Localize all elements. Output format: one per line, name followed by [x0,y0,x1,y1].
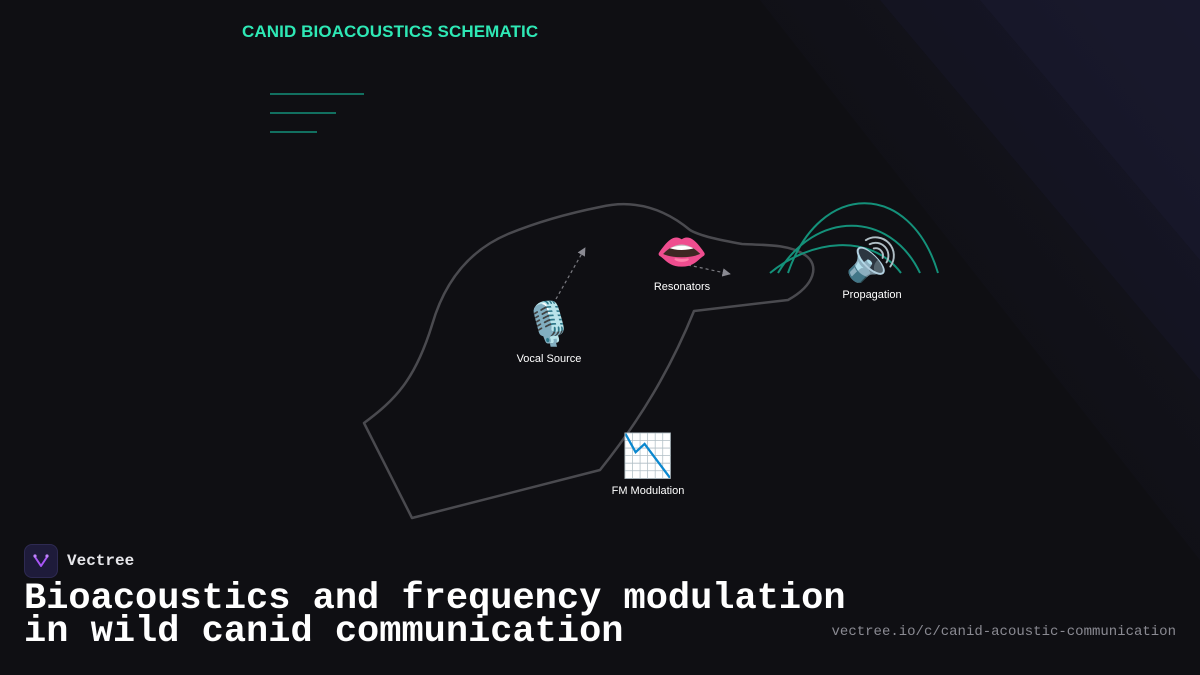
node-label-fm-modulation: FM Modulation [611,485,685,497]
microphone-icon: 🎙️ [522,299,576,348]
headline-line-2: in wild canid communication [24,611,624,653]
speaker-icon: 🔊 [845,235,899,284]
node-vocal-source: 🎙️ Vocal Source [479,299,619,365]
flow-arrow-resonators-to-mouth [687,264,731,277]
brand-name: Vectree [67,552,135,570]
propagation-sound-waves [769,202,939,274]
brand: Vectree [24,544,134,578]
node-label-propagation: Propagation [842,289,902,301]
vectree-logo-mark [33,554,49,567]
node-resonators: 👄 Resonators [612,227,752,293]
chart-decreasing-icon: 📉 [621,431,675,480]
diagram-title: CANID BIOACOUSTICS SCHEMATIC [242,22,539,41]
node-label-resonators: Resonators [653,281,711,293]
headline-line-1: Bioacoustics and frequency modulation [24,578,846,620]
node-label-vocal-source: Vocal Source [516,353,582,365]
node-propagation: 🔊 Propagation [802,235,942,301]
node-fm-modulation: 📉 FM Modulation [578,431,718,497]
canid-head-outline [362,202,815,520]
flow-arrow-source-to-nasal [555,247,586,300]
source-url[interactable]: vectree.io/c/canid-acoustic-communicatio… [831,624,1176,640]
vectree-logo-icon [24,544,58,578]
title-accent-lines [270,93,364,133]
headline: Bioacoustics and frequency modulation in… [24,578,846,653]
mouth-icon: 👄 [655,227,709,276]
